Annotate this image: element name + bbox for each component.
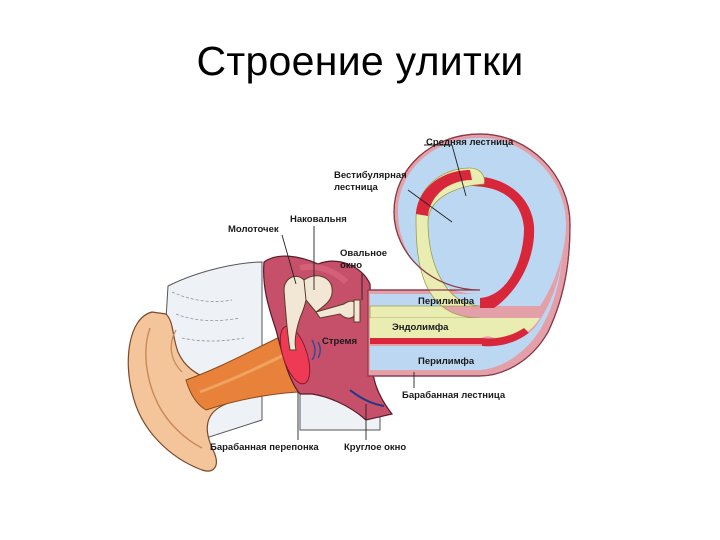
cochlea [367,133,571,377]
label-endolymph: Эндолимфа [392,322,449,333]
outer-ear [127,311,232,472]
label-incus: Наковальня [290,214,347,225]
label-perilymph-bottom: Перилимфа [418,356,475,367]
slide-title: Строение улитки [196,38,524,84]
ossicles [283,275,361,351]
label-perilymph-top: Перилимфа [418,296,475,307]
label-stapes: Стремя [322,336,357,347]
leader-lines [281,144,467,440]
label-tympanic-membrane: Барабанная перепонка [210,442,319,453]
eardrum [279,325,311,385]
label-scala-vestibuli-line2: лестница [334,182,379,193]
label-oval-window-line2: окно [340,260,362,271]
label-round-window: Круглое окно [344,442,406,453]
label-scala-vestibuli-line1: Вестибулярная [334,170,407,181]
label-scala-media: Средняя лестница [426,137,514,148]
label-malleus: Молоточек [228,224,279,235]
label-oval-window-line1: Овальное [340,248,387,259]
label-scala-tympani: Барабанная лестница [402,390,506,401]
